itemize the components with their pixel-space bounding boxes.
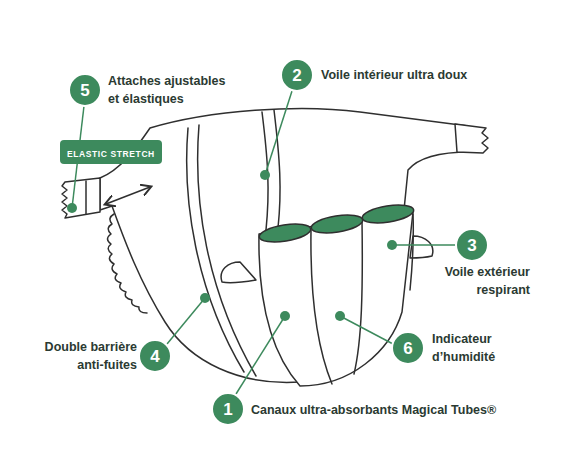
part-label: Canaux ultra-absorbants Magical Tubes® (251, 401, 551, 419)
callout-circle: 3 (455, 228, 489, 262)
part-label: Attaches ajustables et élastiques (108, 72, 233, 108)
part-label: Voile extérieur respirant (420, 263, 530, 299)
callout-number: 4 (150, 348, 159, 365)
badge-text: ELASTIC STRETCH (67, 149, 155, 159)
leader-dots (67, 170, 397, 321)
part-label: Indicateur d’humidité (432, 330, 542, 366)
callout-circle: 4 (138, 339, 172, 373)
callout-number: 3 (467, 237, 476, 254)
elastic-badge: ELASTIC STRETCH (60, 140, 162, 164)
callout-circle: 6 (391, 331, 425, 365)
callout-number: 6 (403, 340, 412, 357)
callout-number: 1 (223, 401, 232, 418)
part-label: Double barrière anti-fuites (30, 338, 137, 374)
callout-number: 5 (80, 82, 89, 99)
callout-number: 2 (292, 67, 301, 84)
part-label: Voile intérieur ultra doux (321, 66, 521, 84)
callout-circle: 5 (68, 73, 102, 107)
callout-circle: 1 (211, 392, 245, 426)
callout-circle: 2 (280, 58, 314, 92)
